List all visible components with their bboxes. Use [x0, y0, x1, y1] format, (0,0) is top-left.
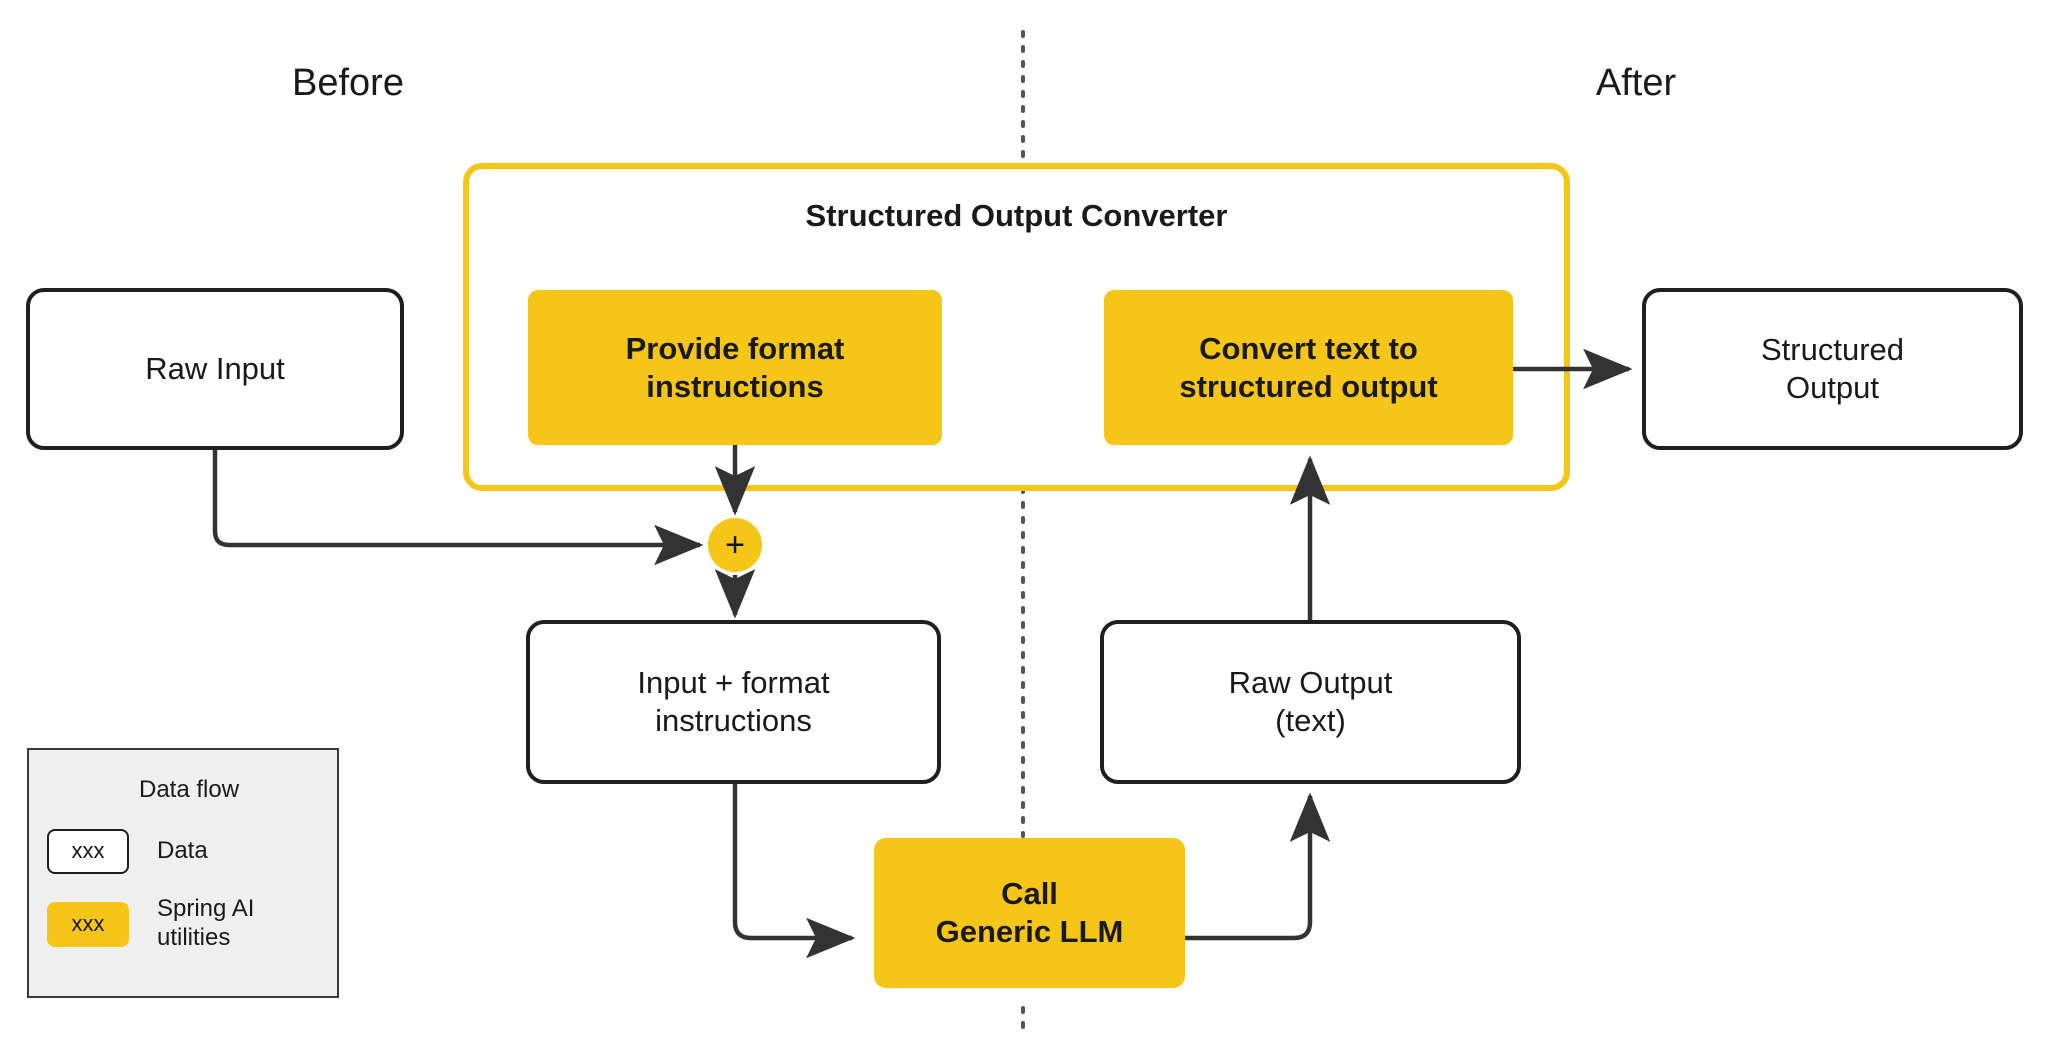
node-merge-junction[interactable]: [708, 518, 762, 572]
node-input-plus-format[interactable]: [526, 620, 941, 784]
node-provide-format-instructions[interactable]: [528, 290, 942, 445]
legend-label-data-flow: Data flow: [139, 775, 240, 803]
legend-item-data: xxx Data: [47, 826, 327, 876]
node-raw-output[interactable]: [1100, 620, 1521, 784]
legend-swatch-spring-ai-utilities: xxx: [47, 901, 129, 947]
after-section-label: After: [1595, 62, 1677, 104]
node-call-generic-llm[interactable]: [874, 838, 1185, 988]
node-raw-input[interactable]: [26, 288, 404, 450]
legend-item-spring-ai-utilities: xxx Spring AI utilities: [47, 893, 337, 955]
before-section-label: Before: [292, 62, 404, 104]
edge-input-format-to-call-llm: [732, 782, 856, 959]
legend-panel: Data flow xxx Data xxx Spring AI utiliti…: [27, 748, 339, 998]
legend-label-spring-ai-utilities: Spring AI utilities: [157, 895, 255, 951]
legend-label-data: Data: [157, 836, 208, 864]
node-convert-text[interactable]: [1104, 290, 1513, 445]
edge-raw-input-to-merge: [212, 448, 704, 566]
node-structured-output[interactable]: [1642, 288, 2023, 450]
edge-call-llm-to-raw-output: [1185, 792, 1331, 941]
group-title-structured-output-converter: Structured Output Converter: [805, 198, 1228, 233]
legend-swatch-data: xxx: [47, 828, 129, 874]
legend-item-data-flow: Data flow: [139, 768, 329, 812]
